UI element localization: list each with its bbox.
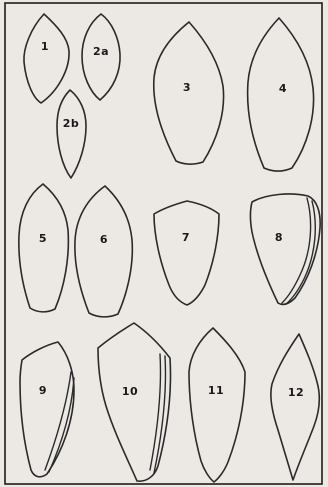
- figure-8-label: 8: [275, 231, 283, 244]
- figure-9-label: 9: [39, 384, 47, 397]
- figure-1-label: 1: [41, 40, 49, 53]
- figure-4-label: 4: [279, 82, 287, 95]
- figure-10-label: 10: [122, 385, 138, 398]
- figure-2b-label: 2b: [63, 117, 80, 130]
- figure-7-label: 7: [182, 231, 190, 244]
- figure-11-label: 11: [208, 384, 224, 397]
- figure-5-label: 5: [39, 232, 47, 245]
- figure-3-label: 3: [183, 81, 191, 94]
- figure-12-label: 12: [288, 386, 304, 399]
- figure-2a-label: 2a: [93, 45, 109, 58]
- figure-6-label: 6: [100, 233, 108, 246]
